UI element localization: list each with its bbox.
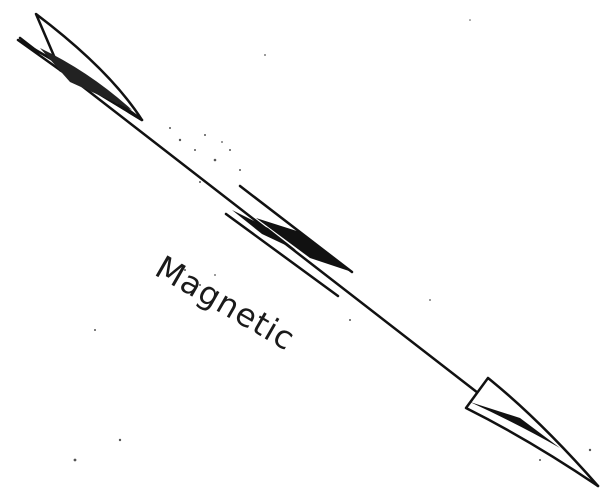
arrow-head-icon: [466, 378, 598, 486]
arrow-tail-icon: [18, 14, 142, 120]
speckle-texture: [74, 19, 592, 461]
